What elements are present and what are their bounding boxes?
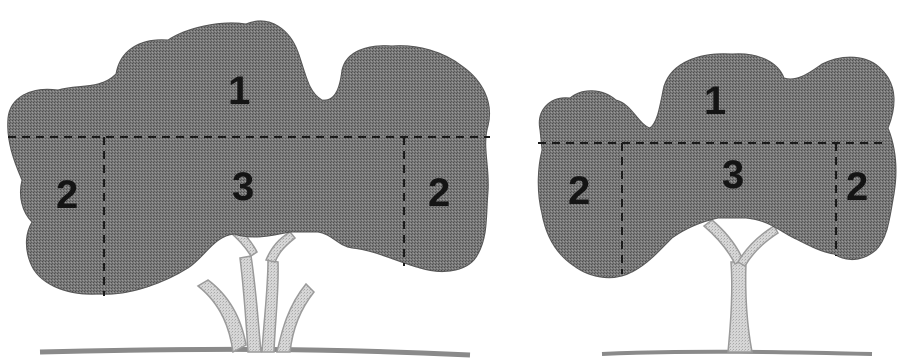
large-tree: 1 2 3 2	[8, 21, 490, 355]
large-tree-zone-label: 3	[232, 165, 254, 209]
large-tree-zone-label: 1	[228, 69, 250, 113]
large-tree-trunk	[198, 226, 314, 352]
small-tree-zone-label: 2	[846, 165, 868, 209]
small-tree-trunk	[704, 220, 778, 352]
large-tree-zone-label: 2	[428, 171, 450, 215]
small-tree: 1 2 3 2	[538, 54, 896, 354]
small-tree-zone-label: 3	[722, 153, 744, 197]
small-tree-zone-label: 1	[704, 79, 726, 123]
small-tree-zone-label: 2	[568, 169, 590, 213]
large-tree-zone-label: 2	[56, 173, 78, 217]
